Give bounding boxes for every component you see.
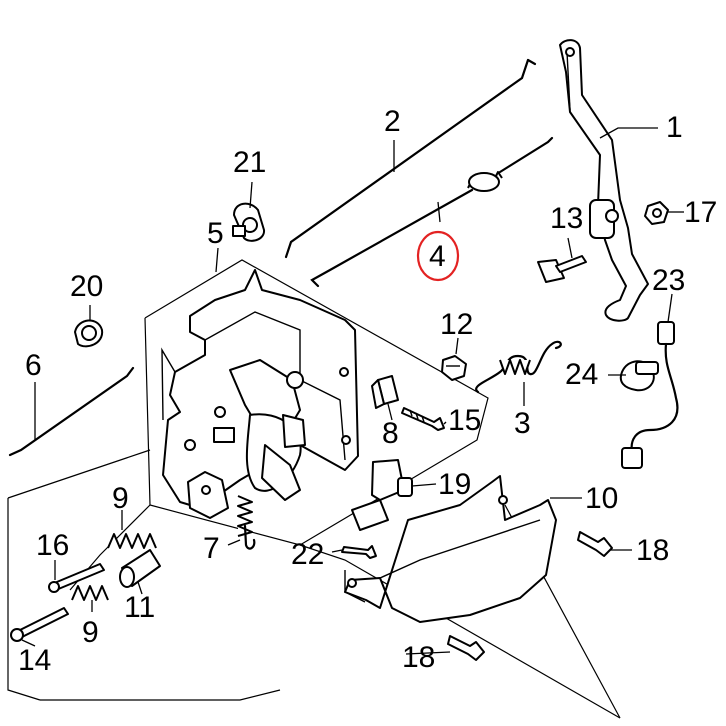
callout-18-upper: 18 — [636, 534, 669, 567]
spring-7 — [237, 495, 256, 550]
rod-with-spring — [310, 136, 554, 288]
shift-lever — [559, 39, 649, 322]
callout-12: 12 — [440, 308, 473, 341]
callout-1: 1 — [666, 111, 683, 144]
callout-9-lower: 9 — [82, 616, 99, 649]
callout-5: 5 — [207, 217, 224, 250]
bolt-13 — [537, 255, 587, 283]
callout-19: 19 — [438, 468, 471, 501]
cover-plate — [344, 475, 557, 623]
callout-2: 2 — [384, 105, 401, 138]
highlight-circle — [416, 230, 460, 282]
callout-10: 10 — [585, 482, 618, 515]
callout-11: 11 — [124, 591, 155, 624]
bolt-14 — [10, 607, 69, 642]
callout-9-upper: 9 — [112, 482, 129, 515]
callout-8: 8 — [382, 417, 399, 450]
callout-3: 3 — [514, 407, 531, 440]
callout-17: 17 — [684, 196, 717, 229]
callout-18-lower: 18 — [402, 641, 435, 674]
cable-clamp — [232, 202, 265, 242]
sleeve-11 — [119, 549, 161, 588]
screw-22 — [341, 545, 377, 559]
spring-9-upper — [107, 533, 157, 549]
return-spring — [475, 340, 562, 394]
callout-6: 6 — [25, 349, 42, 382]
callout-7: 7 — [203, 532, 220, 565]
callout-24: 24 — [565, 358, 598, 391]
leader-lines — [21, 127, 684, 655]
bolt-18-upper — [577, 531, 613, 557]
clip-20 — [74, 319, 104, 348]
rod-6 — [8, 366, 135, 457]
spring-9-lower — [71, 585, 109, 601]
bolt-18-lower — [447, 635, 485, 661]
safety-switch — [351, 459, 413, 531]
callout-14: 14 — [18, 644, 51, 677]
nut-12 — [441, 355, 467, 381]
control-bracket — [161, 269, 359, 519]
callout-23: 23 — [652, 264, 685, 297]
callout-16: 16 — [36, 529, 69, 562]
bolt-15 — [401, 407, 445, 431]
callout-13: 13 — [550, 202, 583, 235]
callout-20: 20 — [70, 270, 103, 303]
bolt-16 — [48, 563, 105, 593]
callout-4: 4 — [429, 240, 446, 273]
rod-2 — [284, 58, 537, 259]
wire-clip-24 — [619, 360, 659, 392]
nut-17 — [644, 201, 669, 225]
callout-15: 15 — [448, 404, 481, 437]
switch-with-wire — [621, 321, 679, 469]
small-bracket — [371, 375, 399, 409]
callout-21: 21 — [233, 146, 266, 179]
callout-22: 22 — [291, 538, 324, 571]
